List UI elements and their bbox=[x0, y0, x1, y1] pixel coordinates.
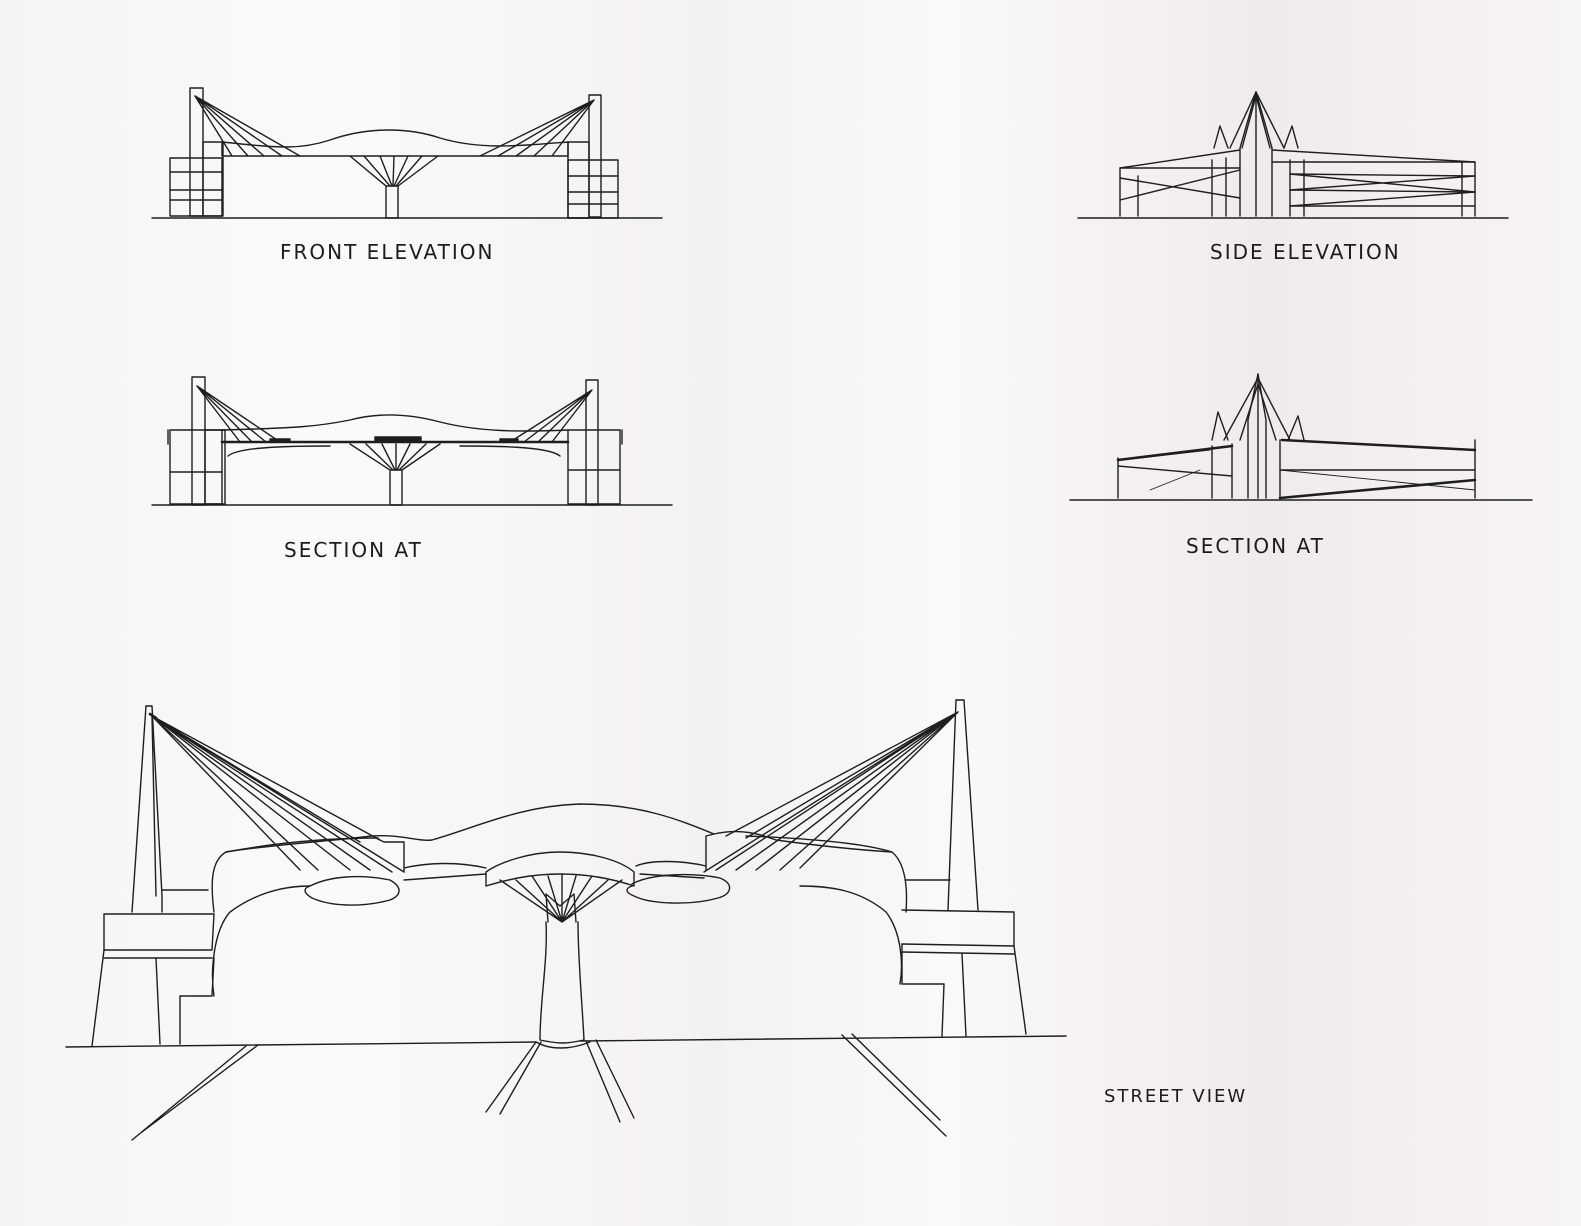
section-right-label: SECTION AT bbox=[1186, 534, 1325, 558]
street-view-label: STREET VIEW bbox=[1104, 1086, 1248, 1107]
section-left-label: SECTION AT bbox=[284, 538, 423, 562]
front-elevation-label: FRONT ELEVATION bbox=[280, 240, 495, 264]
side-elevation-label: SIDE ELEVATION bbox=[1210, 240, 1401, 264]
